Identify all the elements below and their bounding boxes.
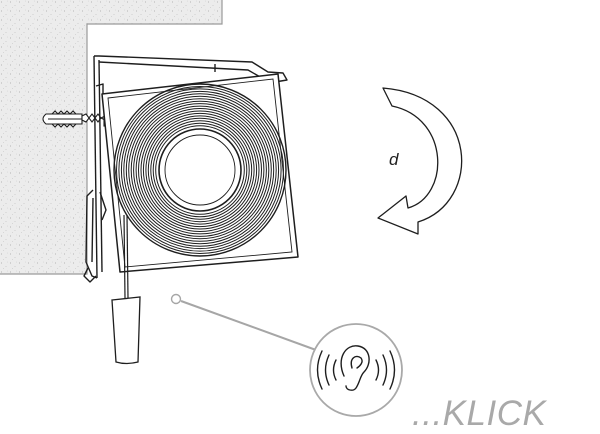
belt-coil-ring [155,125,245,215]
pull-cord [123,214,129,299]
ear-sound-waves-icon [309,323,403,417]
belt-coil-ring [147,117,253,223]
belt-coil-ring [130,100,270,240]
belt-coil-ring [113,83,287,257]
belt-coil-ring [145,115,255,225]
belt-coil-ring [128,98,272,242]
rotation-label: d [389,150,399,169]
belt-coil-ring [120,90,280,250]
rotate-counterclockwise-arrow-icon [377,87,463,235]
belt-coil-ring [152,122,248,218]
klick-sound-label: ...KLICK [412,394,547,433]
belt-coil-ring [142,112,258,228]
belt-coil-hub [158,128,242,212]
belt-coil-ring [135,105,265,235]
belt-coil-ring [150,120,250,220]
belt-coil [113,83,287,257]
belt-coil-ring [140,110,260,230]
wall-plug-screw [42,110,109,128]
mounting-bracket [83,55,288,283]
belt-coil-ring [133,103,267,237]
belt-coil-ring [123,93,277,247]
cord-weight [111,296,141,365]
belt-coil-ring [118,88,282,252]
callout-line [170,293,317,351]
belt-coil-ring [138,108,262,232]
belt-coil-ring [125,95,275,245]
wall-section [0,0,223,275]
belt-coil-ring [116,86,284,254]
